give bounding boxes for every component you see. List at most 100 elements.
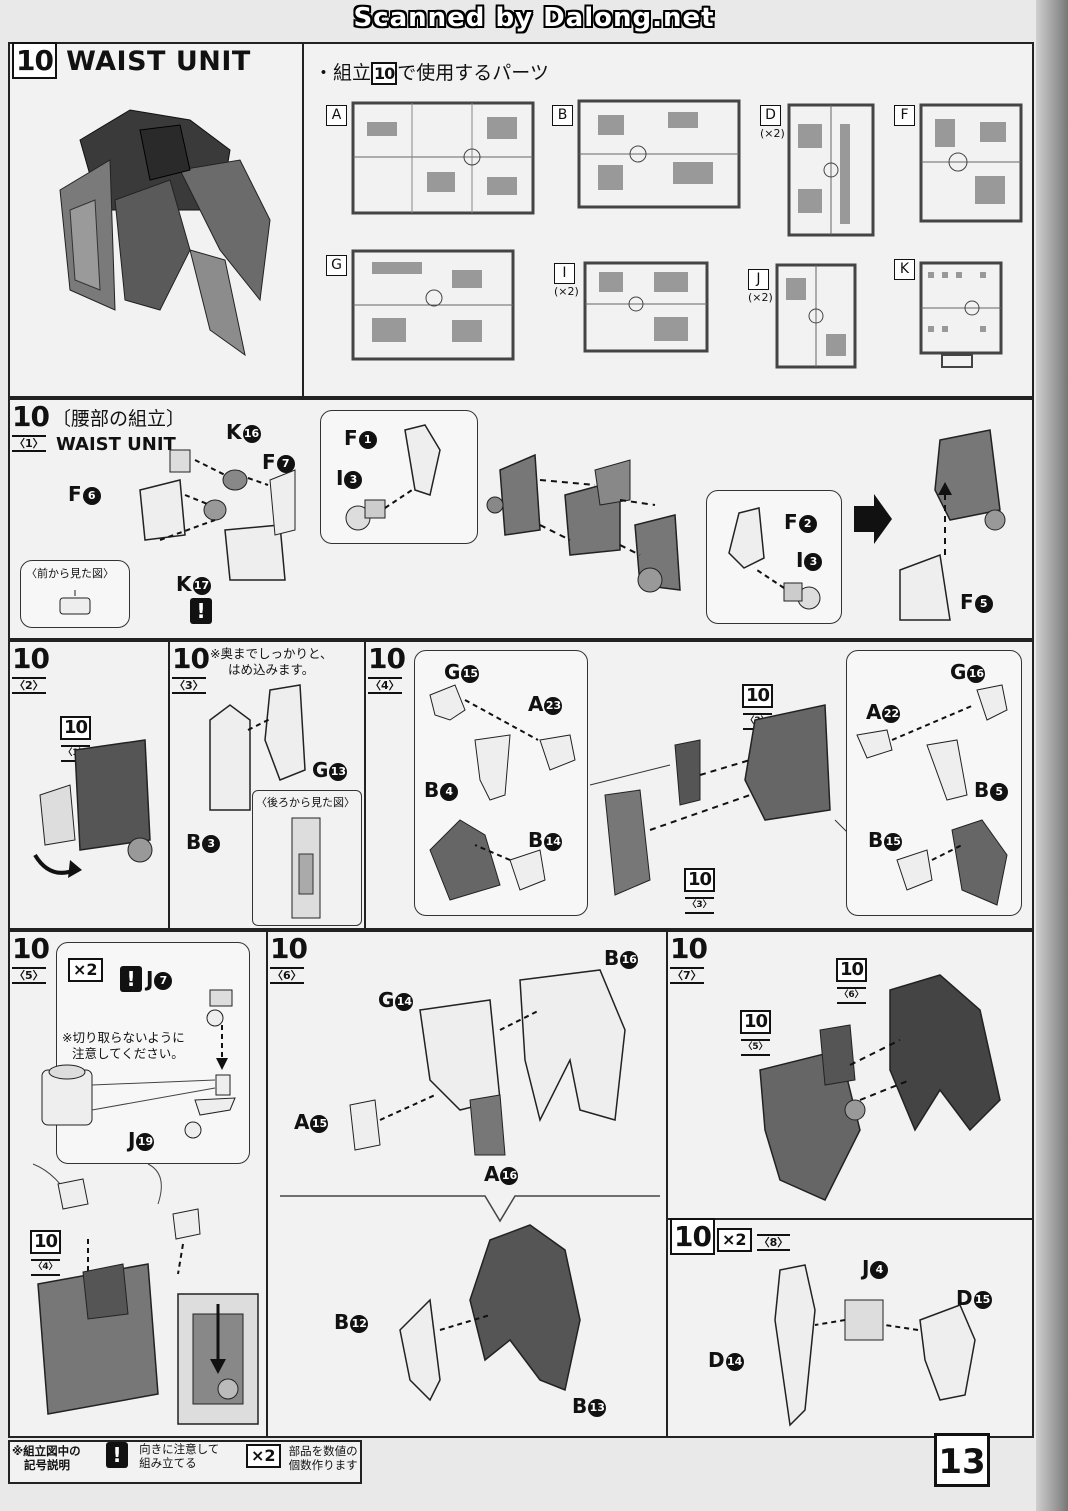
f1-i3-assembly [345,424,441,531]
front-view-caption: 〈前から見た図〉 [26,567,114,580]
substep-5-bottom-assembly [32,1163,259,1425]
substep-8-header: 10×2 〈8〉 [670,1218,791,1255]
substep-7-illustration [759,974,1001,1201]
divider-vertical-top [302,42,304,398]
runner-letter: G [326,255,347,276]
runner-F: F [894,104,915,126]
back-view-caption: 〈後ろから見た図〉 [256,796,355,809]
substep-6-divider-bracket [280,1195,660,1223]
runner-letter: D [760,105,781,126]
substep-index: 〈3〉 [172,677,206,694]
runner-B-image [577,99,741,209]
parts-heading-pre: ・組立 [314,62,372,84]
substep-5-note: ※切り取らないように 注意してください。 [62,1030,185,1061]
divider-row3-b [364,640,366,930]
warning-mark: ! [190,598,212,624]
substep-6-bottom-illustration [399,1224,581,1402]
runner-D-image [787,103,875,237]
legend-x2-item: ×2 部品を数値の 個数作ります [246,1444,358,1473]
front-view-bubble [20,560,130,628]
substep-3-header: 10 〈3〉 [172,644,210,694]
substep-7-ref6: 10 〈6〉 [836,958,868,1004]
runner-G-image [351,249,515,361]
substep-number: 10 [12,642,50,675]
substep-1-header: 10 〈1〉 [12,402,50,452]
substep-7-ref5: 10 〈5〉 [740,1010,772,1056]
runner-K-image [919,261,1003,368]
runner-J-image [775,263,857,369]
back-view-box [252,790,362,926]
substep-number: 10 [270,932,308,965]
substep-index: 〈6〉 [270,967,304,984]
substep-4-header: 10 〈4〉 [368,644,406,694]
substep-8-illustration [774,1264,976,1427]
substep-4-center-assembly [589,704,851,896]
page-edge-shadow [1036,0,1068,1511]
waist-core-parts-illustration [139,449,296,581]
substep-1-center-assembly [486,453,681,593]
runner-qty: (×2) [748,291,773,304]
substep-5-ref: 10 〈4〉 [30,1230,62,1276]
next-step-arrow [854,494,892,544]
runner-J: J (×2) [748,268,773,306]
parts-heading-step: 10 [371,62,398,85]
runner-qty: (×2) [760,127,785,140]
legend-warn-item: ! 向きに注意して 組み立てる [106,1442,219,1471]
substep-index: 〈1〉 [12,435,46,452]
runner-letter: K [894,259,915,280]
runner-letter: A [326,105,347,126]
scan-credit-text: Scanned by Dalong.net [353,3,715,33]
substep-3-illustration [209,684,306,811]
substep-1-result [899,429,1006,621]
substep-index: 〈8〉 [756,1234,791,1251]
divider-bottom-b [666,930,668,1438]
step-title: WAIST UNIT [66,46,251,77]
substep-number: 10 [670,932,708,965]
substep-index: 〈4〉 [368,677,402,694]
substep-1-title-jp: 〔腰部の組立〕 [52,408,186,430]
legend-bar [8,1440,362,1484]
scan-credit-banner: Scanned by Dalong.net [0,0,1068,36]
runner-F-image [919,103,1023,223]
substep-4-left-parts [429,684,576,901]
runner-letter: J [748,269,769,290]
substep-2-illustration [33,739,153,878]
runner-B: B [552,104,573,126]
runner-letter: F [894,105,915,126]
parts-heading-post: で使用するパーツ [397,62,549,84]
substep-4-right-parts [856,684,1008,906]
step-number: 10 [12,42,57,79]
runner-letter: I [554,263,575,284]
substep-5-x2: ×2 [68,958,103,982]
substep-8-x2: ×2 [716,1228,752,1252]
runner-qty: (×2) [554,285,579,298]
substep-6-header: 10 〈6〉 [270,932,308,984]
substep-7-header: 10 〈7〉 [670,932,708,984]
substep-5-top-parts [41,989,236,1139]
divider-bottom-a [266,930,268,1438]
